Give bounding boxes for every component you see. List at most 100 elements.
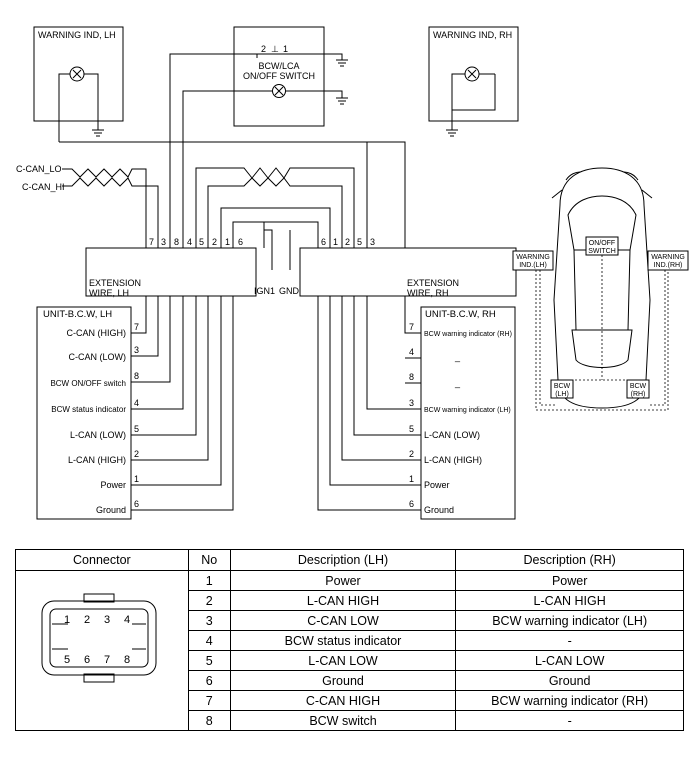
extension-wire-lh-box — [85, 247, 257, 297]
row-no: 6 — [187, 670, 231, 691]
lh-row-label: L-CAN (HIGH) — [68, 455, 126, 465]
rh-row-pin: 6 — [409, 499, 414, 509]
rh-row-pin: 3 — [409, 398, 414, 408]
switch-label-2: ON/OFF SWITCH — [243, 71, 315, 81]
col-desc-lh: Description (LH) — [229, 549, 457, 571]
switch-label-1: BCW/LCA — [258, 61, 299, 71]
rh-row-pin: 1 — [409, 474, 414, 484]
car-bcw-rh-box — [626, 379, 650, 399]
lh-row-pin: 2 — [134, 449, 139, 459]
lh-row-label: BCW ON/OFF switch — [50, 379, 126, 388]
table-row: 2 L-CAN HIGH L-CAN HIGH — [16, 590, 684, 611]
car-bcw-lh-box — [550, 379, 574, 399]
row-rh: L-CAN HIGH — [455, 590, 684, 611]
car-switch-label-2: SWITCH — [588, 248, 616, 255]
connector-8pin-icon: 1 2 3 4 5 6 7 8 — [41, 593, 157, 683]
rh-row-pin: 4 — [409, 347, 414, 357]
table-header-row: Connector No Description (LH) Descriptio… — [15, 549, 684, 571]
row-no: 2 — [187, 590, 231, 611]
rh-row-pin: 7 — [409, 322, 414, 332]
conn-pin: 3 — [104, 614, 110, 626]
row-lh: BCW status indicator — [229, 630, 457, 651]
row-lh: C-CAN HIGH — [229, 690, 457, 711]
col-no: No — [187, 549, 231, 571]
rh-row-label: _ — [454, 378, 461, 388]
lh-row-label: Ground — [96, 505, 126, 515]
car-warning-rh-label-1: WARNING — [651, 254, 685, 261]
extension-rh-label-1: EXTENSION — [407, 278, 459, 288]
lh-row-label: Power — [100, 480, 126, 490]
row-lh: L-CAN HIGH — [229, 590, 457, 611]
switch-symbol: ⊥ — [271, 44, 279, 54]
warning-ind-rh-label: WARNING IND, RH — [433, 30, 512, 40]
lh-row-pin: 3 — [134, 345, 139, 355]
row-no: 7 — [187, 690, 231, 711]
rh-row-label: _ — [454, 352, 461, 362]
row-rh: Power — [455, 570, 684, 591]
unit-bcw-lh-box — [36, 306, 132, 520]
table-row: 1 2 3 4 5 6 7 8 1 Power Power — [15, 570, 684, 731]
rh-row-label: Power — [424, 480, 450, 490]
warning-ind-lh-box — [33, 26, 124, 122]
conn-pin: 2 — [84, 614, 90, 626]
row-no: 1 — [187, 570, 231, 591]
lh-row-label: BCW status indicator — [51, 405, 126, 414]
row-no: 4 — [187, 630, 231, 651]
top-pins-lh: 7 3 8 4 5 2 1 6 — [149, 237, 243, 247]
table-row: 7 C-CAN HIGH BCW warning indicator (RH) — [16, 690, 684, 711]
car-bcw-lh-label-2: (LH) — [555, 391, 569, 398]
lh-row-pin: 1 — [134, 474, 139, 484]
col-desc-rh: Description (RH) — [455, 549, 684, 571]
car-warning-lh-label-1: WARNING — [516, 254, 550, 261]
extension-lh-label-1: EXTENSION — [89, 278, 141, 288]
top-pin: 5 — [357, 237, 362, 247]
top-pin: 1 — [225, 237, 230, 247]
extension-wire-rh-box — [299, 247, 517, 297]
car-warning-lh-label-2: IND.(LH) — [519, 262, 547, 269]
top-pin: 4 — [187, 237, 192, 247]
row-rh: BCW warning indicator (LH) — [455, 610, 684, 631]
connector-figure-cell: 1 2 3 4 5 6 7 8 — [15, 570, 189, 731]
conn-pin: 7 — [104, 654, 110, 666]
conn-pin: 5 — [64, 654, 70, 666]
unit-bcw-rh-box — [420, 306, 516, 520]
row-rh: - — [455, 630, 684, 651]
conn-pin: 1 — [64, 614, 70, 626]
rh-row-pin: 5 — [409, 424, 414, 434]
top-pin: 8 — [174, 237, 179, 247]
lh-row-pin: 5 — [134, 424, 139, 434]
lh-row-label: L-CAN (LOW) — [70, 430, 126, 440]
row-lh: L-CAN LOW — [229, 650, 457, 671]
car-bcw-lh-label-1: BCW — [554, 383, 571, 390]
extension-lh-label-2: WIRE, LH — [89, 288, 129, 298]
top-pin: 3 — [370, 237, 375, 247]
rh-row-label: BCW warning indicator (LH) — [424, 407, 511, 414]
row-lh: Power — [229, 570, 457, 591]
top-pins-rh: 6 1 2 5 3 — [321, 237, 375, 247]
rh-row-label: L-CAN (HIGH) — [424, 455, 482, 465]
rh-row-label: BCW warning indicator (RH) — [424, 331, 512, 338]
ccan-lo-label: C-CAN_LO — [16, 164, 62, 174]
rh-row-label: L-CAN (LOW) — [424, 430, 480, 440]
wiring-diagram: WARNING IND, LH 2 ⊥ 1 BCW/LCA ON/OFF SWI… — [16, 26, 689, 520]
car-warning-lh-box — [512, 250, 554, 271]
car-switch-box — [585, 236, 619, 256]
bcw-lca-switch-box — [233, 26, 325, 127]
top-pin: 1 — [333, 237, 338, 247]
unit-lh-title: UNIT-B.C.W, LH — [43, 309, 112, 320]
switch-pin-1: 1 — [283, 44, 288, 54]
row-lh: C-CAN LOW — [229, 610, 457, 631]
row-rh: - — [455, 710, 684, 731]
connector-table: Connector No Description (LH) Descriptio… — [15, 549, 684, 731]
rh-row-pin: 8 — [409, 372, 414, 382]
table-row: 8 BCW switch - — [16, 710, 684, 731]
top-pin: 2 — [345, 237, 350, 247]
lh-row-label: C-CAN (LOW) — [69, 352, 127, 362]
top-pin: 5 — [199, 237, 204, 247]
row-lh: BCW switch — [229, 710, 457, 731]
car-warning-rh-label-2: IND.(RH) — [654, 262, 683, 269]
row-no: 5 — [187, 650, 231, 671]
lh-row-pin: 8 — [134, 371, 139, 381]
top-pin: 6 — [238, 237, 243, 247]
lh-row-pin: 7 — [134, 322, 139, 332]
